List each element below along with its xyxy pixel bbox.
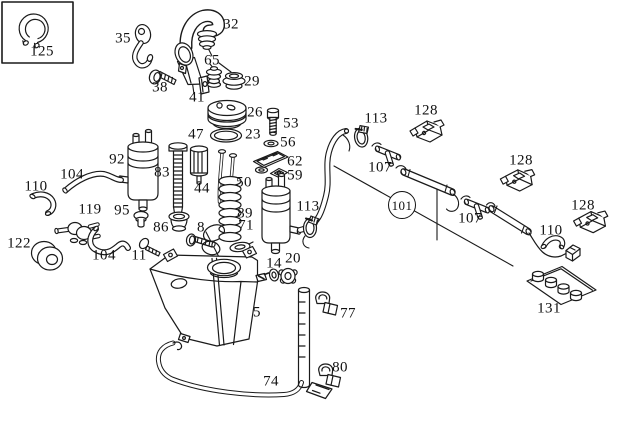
callout-80: 80 <box>332 359 348 376</box>
callout-77: 77 <box>340 305 356 322</box>
part-110-elbow-right <box>540 235 566 250</box>
callout-128-right: 128 <box>571 197 595 214</box>
callout-44: 44 <box>194 180 210 197</box>
callout-35: 35 <box>115 30 131 47</box>
part-128-nozzle-middle <box>499 167 536 193</box>
part-26-cap <box>207 99 247 130</box>
callout-50: 50 <box>236 174 252 191</box>
callout-86: 86 <box>153 219 169 236</box>
part-56-washer <box>263 139 279 148</box>
part-86-grommet <box>168 211 190 232</box>
callout-20: 20 <box>285 250 301 267</box>
part-131-tray <box>526 265 597 306</box>
callout-122: 122 <box>7 235 31 252</box>
callout-125: 125 <box>30 43 54 60</box>
callout-32: 32 <box>223 16 239 33</box>
callout-14: 14 <box>266 255 282 272</box>
callout-104-lower: 104 <box>92 247 116 264</box>
hose-pipe-1 <box>395 165 460 212</box>
part-113-clamp-hose <box>302 215 320 239</box>
callout-89: 89 <box>237 205 253 222</box>
callout-110-right: 110 <box>539 222 563 239</box>
callout-29: 29 <box>244 73 260 90</box>
callout-107-left: 107 <box>368 159 392 176</box>
callout-131: 131 <box>537 300 561 317</box>
part-50-coil <box>201 175 242 256</box>
part-122-sleeve <box>30 240 64 271</box>
part-74-bracket <box>155 286 311 398</box>
part-128-nozzle-top <box>409 119 445 143</box>
part-92-pump <box>117 128 159 212</box>
callout-119: 119 <box>78 201 102 218</box>
hose-pipe-2 <box>485 202 567 258</box>
callout-113-upper: 113 <box>364 110 388 127</box>
wire-curl <box>371 142 382 147</box>
part-32-filler-neck <box>174 9 225 86</box>
callout-41: 41 <box>189 89 205 106</box>
part-8-screw <box>185 233 216 248</box>
callout-104-left: 104 <box>60 166 84 183</box>
callout-8: 8 <box>197 219 205 236</box>
callout-107-right: 107 <box>458 210 482 227</box>
inset-box <box>1 1 74 64</box>
callout-101-circled: 101 <box>388 191 416 219</box>
callout-11: 11 <box>131 247 147 264</box>
callout-71: 71 <box>238 217 254 234</box>
callout-83: 83 <box>154 164 170 181</box>
part-59-washer <box>254 166 289 179</box>
part-65-grommet <box>205 66 223 88</box>
part-104-hose-lower <box>87 225 131 256</box>
part-29-grommet <box>222 71 246 90</box>
callout-62: 62 <box>287 153 303 170</box>
part-125-ring <box>18 13 49 49</box>
part-110-elbow-left <box>29 191 57 216</box>
part-38-screw <box>148 69 177 86</box>
part-80-clip <box>305 363 342 400</box>
part-5-reservoir <box>149 245 270 347</box>
leader-lines <box>189 47 514 267</box>
part-113-clamp-upper <box>351 123 373 150</box>
callout-38: 38 <box>152 79 168 96</box>
callout-56: 56 <box>280 134 296 151</box>
part-14-washer <box>268 268 280 282</box>
part-23-oring <box>209 128 243 143</box>
part-62-plate <box>252 150 289 169</box>
callout-65: 65 <box>204 52 220 69</box>
wire-curl <box>460 195 471 200</box>
part-35-hook <box>132 23 154 69</box>
callout-128-middle: 128 <box>509 152 533 169</box>
callout-5: 5 <box>253 304 261 321</box>
part-77-clip <box>315 291 339 316</box>
callout-47: 47 <box>188 126 204 143</box>
callout-92: 92 <box>109 151 125 168</box>
wire-connector <box>565 244 581 262</box>
part-104-hose-upper <box>62 170 124 194</box>
callout-59: 59 <box>287 167 303 184</box>
callout-26: 26 <box>247 104 263 121</box>
callout-74: 74 <box>263 373 279 390</box>
part-53-bolt <box>266 107 280 136</box>
callout-113-hose: 113 <box>296 198 320 215</box>
part-20-nut <box>278 267 298 285</box>
callout-110-left: 110 <box>24 178 48 195</box>
part-119-valve <box>54 221 101 246</box>
pump-hose-right <box>297 128 351 249</box>
callout-95: 95 <box>114 202 130 219</box>
part-47-strainer <box>189 145 209 185</box>
part-11-screw <box>138 237 161 257</box>
part-41-bracket <box>198 75 210 95</box>
callout-53: 53 <box>283 115 299 132</box>
part-95-grommet <box>133 210 149 228</box>
center-pump <box>261 172 302 255</box>
callout-128-top: 128 <box>414 102 438 119</box>
callout-23: 23 <box>245 126 261 143</box>
